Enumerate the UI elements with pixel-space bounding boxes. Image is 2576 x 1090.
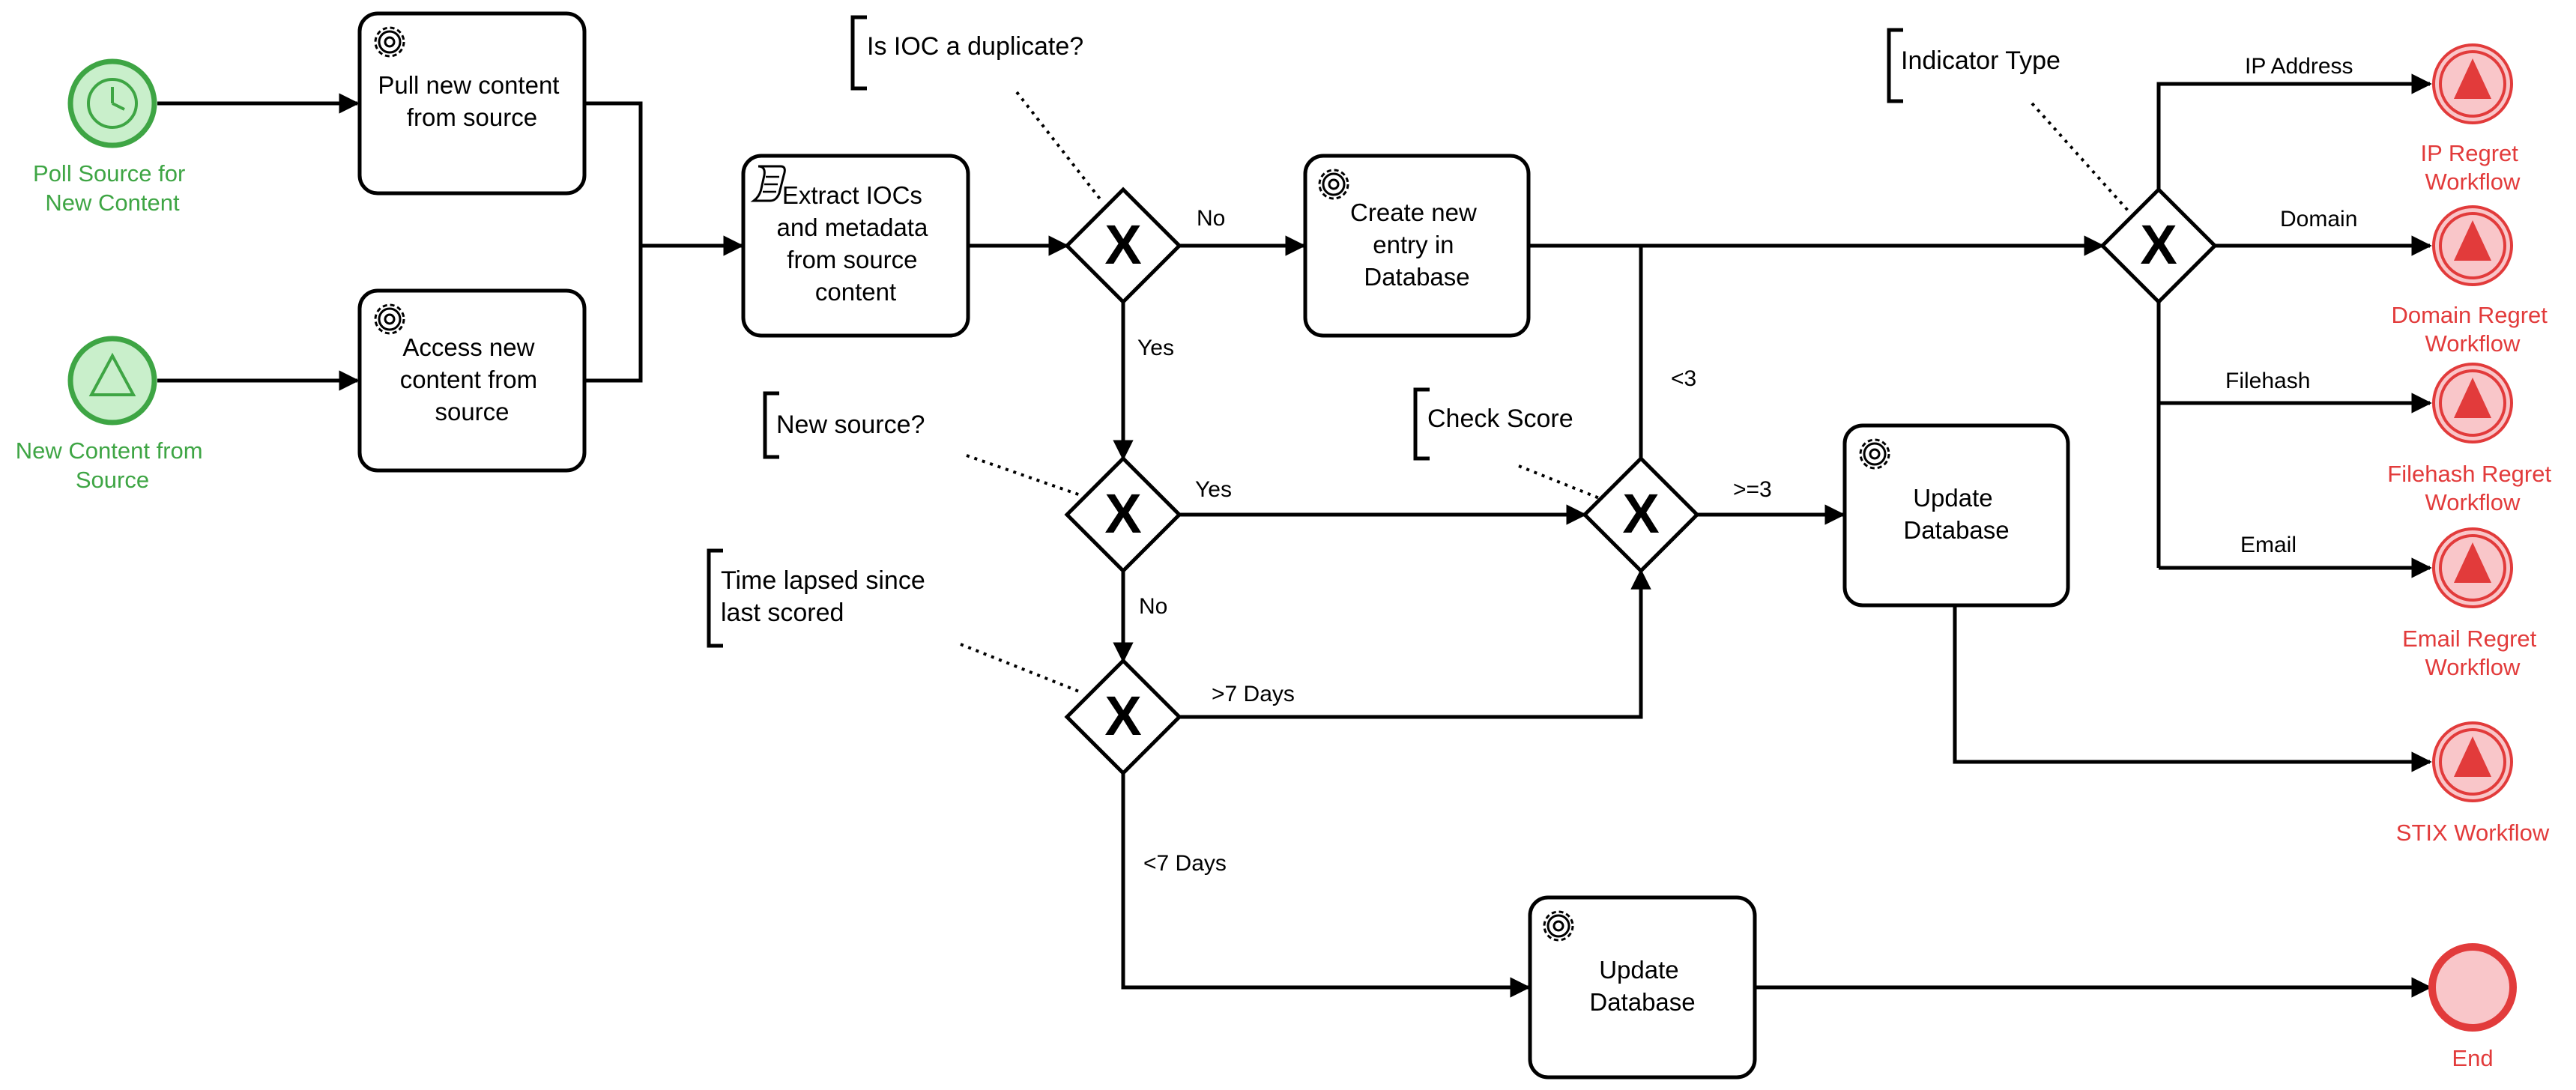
annotation-time-lapsed[interactable]: Time lapsed since last scored (707, 548, 932, 648)
task-extract-iocs[interactable]: Extract IOCs and metadata from source co… (741, 154, 970, 338)
gear-icon (1543, 910, 1574, 942)
annotation-indicator-type[interactable]: Indicator Type (1887, 28, 2061, 103)
domain-regret-label: Domain Regret Workflow (2391, 302, 2554, 357)
label-lt3: <3 (1671, 366, 1696, 391)
warning-triangle-icon (2454, 736, 2491, 777)
script-icon (750, 165, 786, 202)
gear-icon (1318, 169, 1349, 200)
label-gt7-days: >7 Days (1212, 682, 1295, 706)
task-create-label: Create new entry in Database (1350, 199, 1484, 291)
clock-icon (87, 78, 138, 129)
start-event-new-content[interactable]: New Content from Source (16, 336, 209, 493)
warning-triangle-icon (2454, 378, 2491, 418)
gateway-x-icon: X (2140, 214, 2177, 276)
label-src-yes: Yes (1195, 477, 1232, 502)
warning-triangle-icon (2454, 58, 2491, 99)
annotation-duplicate-text: Is IOC a duplicate? (867, 32, 1083, 61)
assoc-new-source (966, 454, 1083, 497)
triangle-icon (88, 352, 136, 396)
annotation-check-score[interactable]: Check Score (1413, 387, 1573, 461)
end-event-email-regret[interactable]: Email Regret Workflow (2402, 527, 2543, 680)
label-gte3: >=3 (1733, 477, 1772, 502)
end-event-end[interactable]: End (2428, 943, 2517, 1071)
start-event-poll[interactable]: Poll Source for New Content (33, 58, 192, 216)
assoc-time-lapsed (960, 643, 1083, 694)
assoc-check-score (1518, 464, 1602, 500)
gateway-x-icon: X (1104, 214, 1141, 276)
edge-labels: No Yes Yes No >7 Days <7 Days <3 >=3 IP … (1137, 54, 2357, 876)
end-event-filehash-regret[interactable]: Filehash Regret Workflow (2387, 363, 2557, 515)
task-pull-label: Pull new content from source (378, 71, 566, 131)
warning-triangle-icon (2454, 542, 2491, 583)
task-access-content[interactable]: Access new content from source (357, 288, 587, 473)
task-update-database-bottom[interactable]: Update Database (1528, 895, 1757, 1080)
flow-time-lt7[interactable] (1121, 773, 1531, 998)
task-pull-content[interactable]: Pull new content from source (357, 11, 587, 196)
warning-triangle-icon (2454, 220, 2491, 261)
sequence-flows (157, 73, 2432, 998)
annotation-check-score-text: Check Score (1427, 405, 1573, 433)
label-ip-address: IP Address (2245, 54, 2353, 79)
flow-update-to-stix[interactable] (1953, 605, 2432, 772)
gateway-x-icon: X (1104, 685, 1141, 747)
assoc-duplicate (1015, 91, 1103, 202)
annotation-duplicate[interactable]: Is IOC a duplicate? (850, 15, 1083, 91)
gear-icon (1859, 438, 1890, 470)
end-label: End (2452, 1045, 2493, 1071)
label-src-no: No (1139, 594, 1167, 619)
gateway-check-score[interactable]: X (1582, 455, 1700, 574)
flow-type-ip[interactable] (2156, 73, 2432, 190)
ip-regret-label: IP Regret Workflow (2420, 140, 2524, 195)
gateway-time-lapsed[interactable]: X (1064, 658, 1182, 776)
label-domain: Domain (2280, 207, 2357, 231)
label-email: Email (2240, 533, 2297, 557)
new-content-label: New Content from Source (16, 437, 209, 493)
email-regret-label: Email Regret Workflow (2402, 626, 2543, 680)
flow-merge[interactable] (584, 101, 643, 383)
flow-time-gt7[interactable] (1179, 569, 1651, 719)
stix-label: STIX Workflow (2396, 820, 2550, 846)
gateway-indicator-type[interactable]: X (2099, 187, 2218, 305)
gateway-duplicate[interactable]: X (1064, 187, 1182, 305)
task-update-database[interactable]: Update Database (1842, 423, 2070, 608)
gear-icon (374, 26, 405, 58)
label-dup-no: No (1197, 206, 1225, 231)
gateway-x-icon: X (1104, 482, 1141, 545)
annotation-new-source-text: New source? (776, 411, 925, 439)
gateway-new-source[interactable]: X (1064, 455, 1182, 574)
label-lt7-days: <7 Days (1143, 851, 1227, 876)
assoc-indicator-type (2031, 102, 2129, 212)
label-filehash: Filehash (2225, 369, 2310, 393)
filehash-regret-label: Filehash Regret Workflow (2387, 461, 2557, 515)
annotation-indicator-type-text: Indicator Type (1901, 46, 2061, 75)
task-create-entry[interactable]: Create new entry in Database (1303, 154, 1531, 338)
task-update-bottom-label: Update Database (1589, 956, 1695, 1016)
end-event-ip-regret[interactable]: IP Regret Workflow (2420, 43, 2524, 195)
label-dup-yes: Yes (1137, 336, 1174, 360)
task-update-mid-label: Update Database (1903, 484, 2009, 544)
annotation-time-lapsed-text: Time lapsed since last scored (721, 566, 932, 627)
task-access-label: Access new content from source (400, 333, 545, 426)
poll-label: Poll Source for New Content (33, 160, 192, 216)
gateway-x-icon: X (1622, 482, 1659, 545)
task-extract-label: Extract IOCs and metadata from source co… (777, 181, 935, 306)
annotation-new-source[interactable]: New source? (763, 391, 925, 459)
gear-icon (374, 303, 405, 335)
end-event-domain-regret[interactable]: Domain Regret Workflow (2391, 205, 2554, 357)
end-event-stix[interactable]: STIX Workflow (2396, 721, 2550, 846)
annotation-associations (960, 91, 2129, 694)
